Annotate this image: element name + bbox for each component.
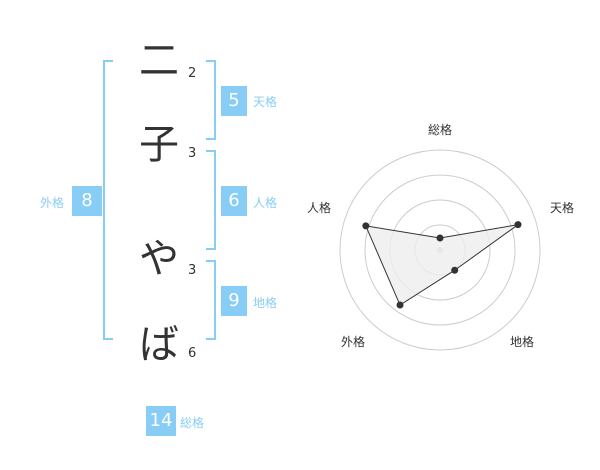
- radar-point-2: [514, 221, 522, 229]
- radar-axis-label-soukaku: 総格: [428, 123, 453, 137]
- jinkaku-badge: 6: [221, 186, 247, 216]
- jinkaku-label: 人格: [253, 196, 278, 210]
- radar-point-4: [396, 301, 404, 309]
- radar-point-1: [436, 234, 444, 242]
- gaikaku-badge: 8: [72, 186, 102, 216]
- stroke-count-4: 6: [188, 346, 197, 361]
- chikaku-badge: 9: [221, 286, 247, 316]
- name-char-2: 子: [139, 122, 179, 168]
- name-char-1: 二: [139, 38, 179, 84]
- name-char-3: や: [139, 236, 179, 282]
- radar-ring: [339, 149, 541, 351]
- name-char-4: ば: [139, 322, 179, 368]
- tenkaku-bracket: [206, 60, 216, 140]
- radar-point-5: [362, 222, 370, 230]
- chikaku-label: 地格: [253, 296, 278, 310]
- gaikaku-label: 外格: [40, 196, 65, 210]
- stroke-count-3: 3: [188, 263, 197, 278]
- radar-axis-label-tenkaku: 天格: [550, 201, 575, 215]
- soukaku-label: 総格: [180, 416, 205, 430]
- tenkaku-label: 天格: [253, 95, 278, 109]
- radar-axis-label-jinkaku: 人格: [307, 201, 332, 215]
- stroke-count-1: 2: [188, 66, 197, 81]
- soukaku-badge: 14: [146, 406, 176, 436]
- chikaku-bracket: [206, 260, 216, 340]
- tenkaku-badge: 5: [221, 86, 247, 116]
- radar-points: [362, 221, 522, 309]
- radar-point-3: [451, 266, 459, 274]
- radar-series-area: [364, 224, 519, 306]
- jinkaku-bracket: [206, 150, 216, 250]
- stroke-count-2: 3: [188, 146, 197, 161]
- radar-area: [364, 224, 519, 306]
- gaikaku-bracket: [103, 60, 113, 340]
- radar-ring: [364, 174, 516, 326]
- radar-axis-label-chikaku: 地格: [510, 335, 535, 349]
- radar-axis-label-gaikaku: 外格: [341, 335, 366, 349]
